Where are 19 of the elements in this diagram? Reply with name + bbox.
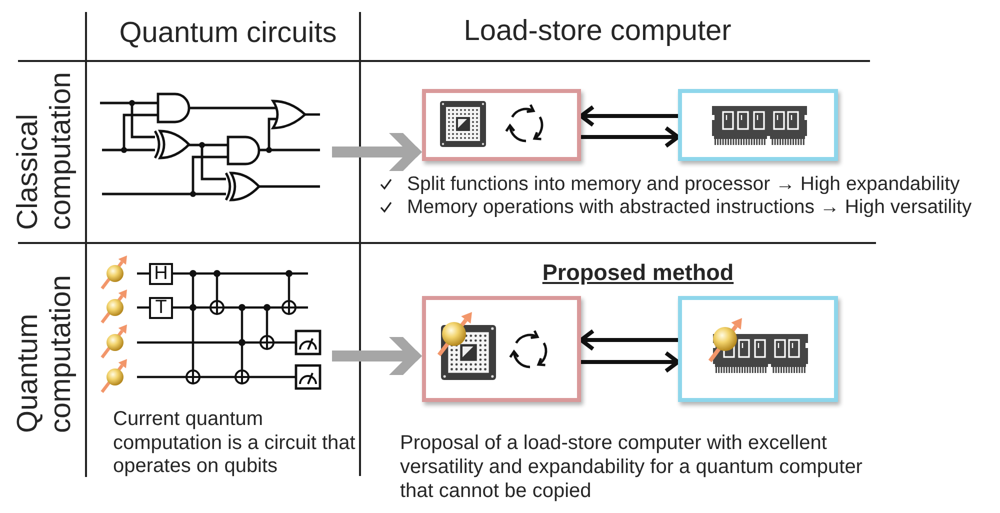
memory-box (678, 89, 838, 161)
column-header: Quantum circuits (118, 17, 338, 49)
column-header: Load-store computer (462, 15, 732, 47)
memory-box (678, 296, 838, 402)
row-header: Classical computation (12, 71, 78, 230)
bullet-text: Memory operations with abstracted instructions → High versatility (407, 196, 972, 218)
arrow (579, 105, 678, 127)
quantum-gate: T (149, 297, 173, 319)
arrow (581, 351, 680, 373)
processor-box (422, 89, 581, 161)
caption-text: Current quantum computation is a circuit that operates on qubits (113, 408, 356, 478)
arrow (579, 329, 678, 351)
section-heading: Proposed method (541, 260, 735, 286)
quantum-gate: H (149, 263, 173, 285)
arrow (581, 126, 680, 148)
processor-box (422, 296, 581, 402)
row-header: Quantum computation (12, 274, 78, 433)
description-text: Proposal of a load-store computer with excellent versatility and expandability for a quantum computer that cannot be copied (400, 431, 864, 503)
bullet-text: Split functions into memory and processor → High expandability (407, 172, 960, 196)
